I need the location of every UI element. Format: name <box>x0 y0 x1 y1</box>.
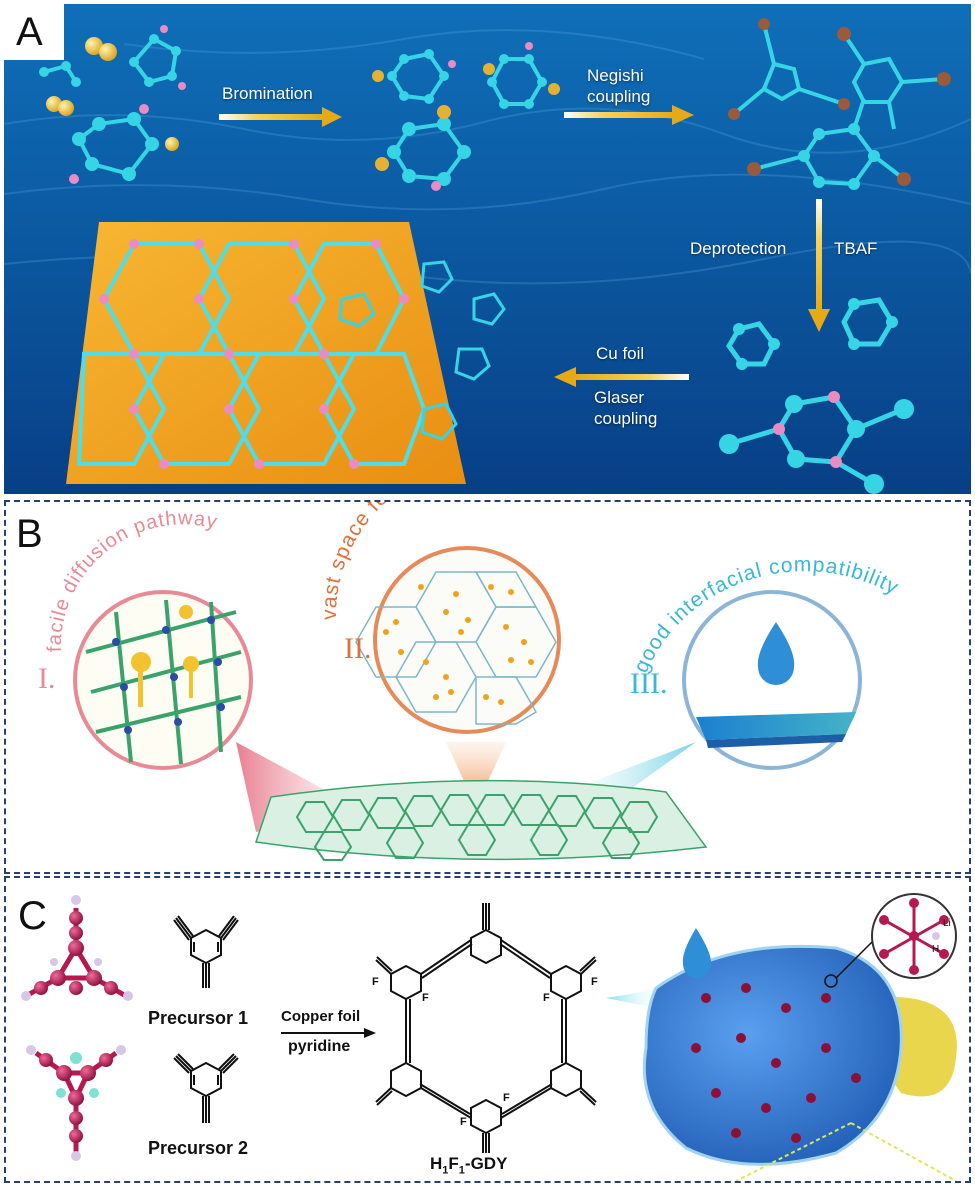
panel-letter-a: A <box>16 10 43 54</box>
starting-molecules <box>39 25 186 184</box>
deprotected-molecules <box>719 297 914 494</box>
panel-a: A Bromination Negishi coupling Deprotect… <box>4 4 971 494</box>
circle-i-diffusion <box>73 590 253 770</box>
panel-c-artwork <box>21 893 957 1181</box>
panel-b: facile diffusion pathway vast space for … <box>4 500 971 874</box>
cu-foil-label: Cu foil <box>596 344 645 363</box>
lithium-label: Li <box>943 918 951 929</box>
negishi-label-line2: coupling <box>587 87 651 106</box>
fluorine-label: F <box>460 1116 467 1128</box>
network-node-atoms <box>99 239 409 469</box>
numeral-i: I. <box>38 662 56 695</box>
panel-letter-box: A <box>4 4 64 60</box>
beam-center <box>446 742 506 807</box>
water-droplet-icon-c <box>682 928 712 978</box>
tbaf-label: TBAF <box>834 239 878 258</box>
precursor-1-model <box>21 895 133 1001</box>
precursor-1-label: Precursor 1 <box>148 1008 249 1028</box>
approaching-monomers <box>338 260 506 441</box>
glaser-arrow <box>554 367 689 387</box>
deprotection-label: Deprotection <box>690 239 787 258</box>
conditions-top-label: Copper foil <box>281 1008 361 1025</box>
fluorine-label: F <box>503 1092 510 1104</box>
fluorine-label: F <box>372 976 379 988</box>
numeral-iii: III. <box>630 667 668 700</box>
deprotection-arrow <box>808 199 830 332</box>
negishi-label-line1: Negishi <box>587 66 644 85</box>
water-droplet-icon <box>757 622 795 685</box>
precursor-1-structure <box>173 915 239 988</box>
panel-c: C Precursor 1 Precursor 2 Copper foil py… <box>4 876 971 1183</box>
product-label: H1F1-GDY <box>430 1154 508 1177</box>
fluorine-label: F <box>591 976 598 988</box>
circle-iii-interface <box>682 590 862 770</box>
bromination-label: Bromination <box>222 84 313 103</box>
glaser-label-line1: Glaser <box>594 388 645 407</box>
inset-magnifier <box>824 893 957 988</box>
numeral-ii: II. <box>344 632 372 665</box>
reaction-arrow <box>281 1028 376 1038</box>
coupled-molecules <box>728 18 951 190</box>
gdy-product-structure <box>375 903 597 1153</box>
panel-letter-b: B <box>16 512 43 556</box>
brominated-molecules <box>372 42 560 191</box>
panel-letter-c: C <box>18 894 47 938</box>
panel-a-artwork <box>4 18 971 494</box>
graphdiyne-sheet <box>255 779 708 861</box>
fluorine-label: F <box>543 992 550 1004</box>
glaser-label-line2: coupling <box>594 409 658 428</box>
conditions-bottom-label: pyridine <box>288 1038 351 1055</box>
precursor-2-structure <box>173 1053 239 1123</box>
hydrogen-label: H <box>932 944 940 955</box>
panel-b-artwork: facile diffusion pathway vast space for … <box>44 502 902 861</box>
precursor-2-model <box>26 1045 126 1161</box>
circle-ii-volume <box>355 546 561 734</box>
precursor-2-label: Precursor 2 <box>148 1138 249 1158</box>
fluorine-label: F <box>422 992 429 1004</box>
negishi-arrow <box>564 105 694 125</box>
electrode-blob <box>642 928 957 1181</box>
bromination-arrow <box>219 107 342 127</box>
